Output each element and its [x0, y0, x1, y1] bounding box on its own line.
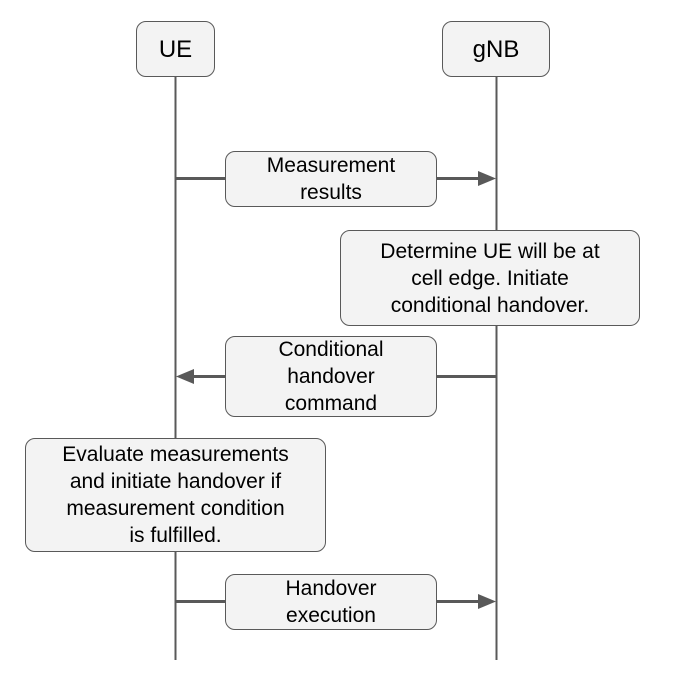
measurement-results-label: Measurement results	[266, 154, 396, 204]
ue-evaluation-note: Evaluate measurements and initiate hando…	[25, 438, 326, 552]
gnb-decision-text: Determine UE will be at cell edge. Initi…	[380, 239, 600, 317]
conditional-handover-command-message: Conditional handover command	[225, 336, 437, 417]
handover-execution-label: Handover execution	[285, 577, 377, 627]
handover-execution-arrowhead	[478, 594, 496, 609]
measurement-results-message: Measurement results	[225, 151, 437, 207]
ue-evaluation-text: Evaluate measurements and initiate hando…	[62, 443, 289, 547]
conditional-handover-command-label: Conditional handover command	[278, 338, 384, 415]
gnb-lifeline-header: gNB	[442, 21, 550, 77]
ue-label: UE	[158, 35, 193, 63]
conditional-handover-arrowhead	[176, 369, 194, 384]
gnb-label: gNB	[472, 35, 520, 63]
ue-lifeline-header: UE	[136, 21, 215, 77]
measurement-results-arrowhead	[478, 171, 496, 186]
handover-execution-message: Handover execution	[225, 574, 437, 630]
gnb-decision-note: Determine UE will be at cell edge. Initi…	[340, 230, 640, 326]
